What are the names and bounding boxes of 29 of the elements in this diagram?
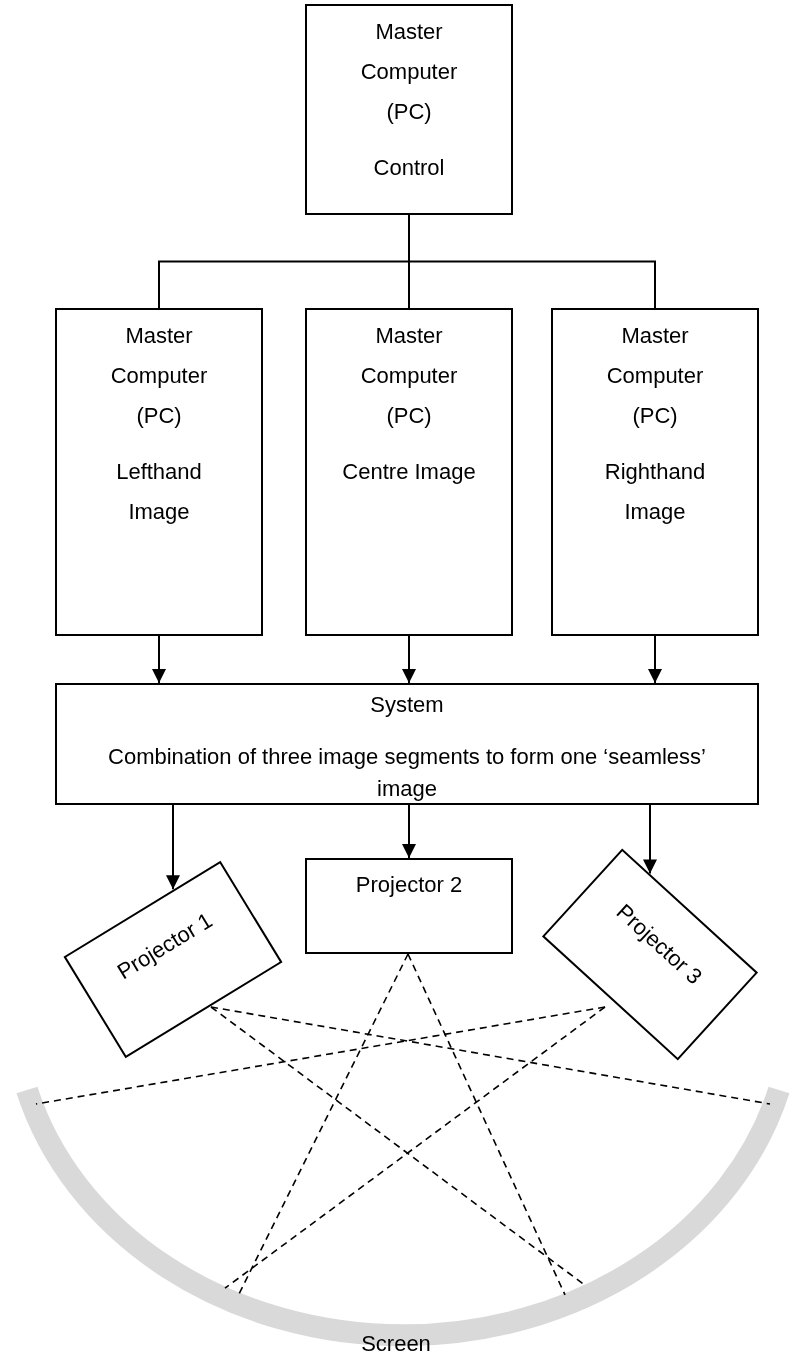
connector-line <box>408 214 656 309</box>
process-box <box>551 308 759 636</box>
projection-line <box>238 953 409 1295</box>
projector-box <box>305 858 513 954</box>
projection-line <box>35 1006 606 1105</box>
projection-line <box>210 1006 771 1105</box>
node-text: Righthand Image <box>603 458 707 526</box>
node-title: System <box>369 691 445 719</box>
arrow <box>643 804 657 875</box>
node-label: Screen <box>361 1331 431 1356</box>
arrow <box>402 635 416 684</box>
arrow <box>648 635 662 684</box>
node-text: Lefthand Image <box>115 458 203 526</box>
node-text: Control <box>372 154 446 182</box>
arrow <box>152 635 166 684</box>
projection-line <box>407 953 566 1296</box>
process-box <box>305 308 513 636</box>
process-box <box>55 308 263 636</box>
node-title: Master Computer (PC) <box>359 18 459 126</box>
arrow <box>402 804 416 859</box>
node-text: Centre Image <box>341 458 477 486</box>
process-box <box>55 683 759 805</box>
node-title: Master Computer (PC) <box>109 322 209 430</box>
node-title: Master Computer (PC) <box>605 322 705 430</box>
node-text: Combination of three image segments to form one ‘seamless’ image <box>107 743 707 803</box>
node-label: Projector 2 <box>354 871 464 899</box>
process-box <box>305 4 513 215</box>
node-title: Master Computer (PC) <box>359 322 459 430</box>
arrow <box>166 804 180 891</box>
